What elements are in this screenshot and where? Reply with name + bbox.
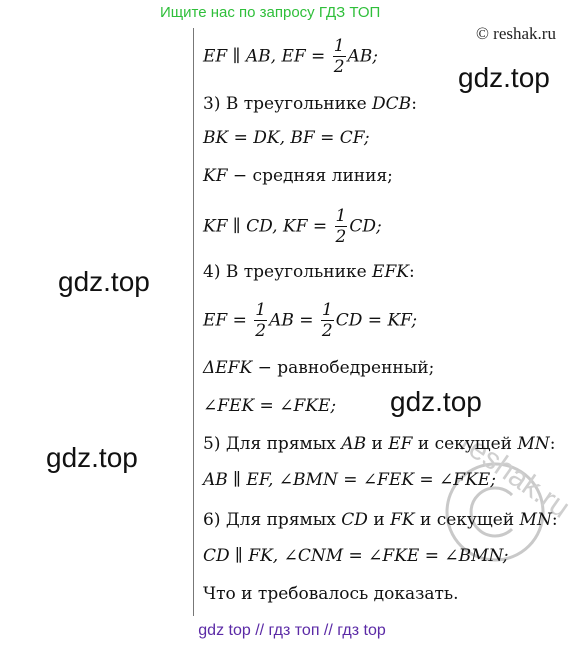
line-14: Что и требовалось доказать.	[203, 584, 459, 604]
line-2: 3) В треугольнике DCB:	[203, 94, 417, 114]
line-13: CD ∥ FK, ∠CNM = ∠FKE = ∠BMN;	[203, 546, 509, 566]
watermark-gdz: gdz.top	[58, 266, 150, 297]
line-3: BK = DK, BF = CF;	[203, 128, 370, 148]
line-6: 4) В треугольнике EFK:	[203, 262, 415, 282]
search-hint: Ищите нас по запросу ГДЗ ТОП	[160, 4, 381, 21]
line-11: AB ∥ EF, ∠BMN = ∠FEK = ∠FKE;	[203, 470, 496, 490]
watermark-gdz: gdz.top	[390, 386, 482, 417]
watermark-gdz: gdz.top	[46, 442, 138, 473]
line-12: 6) Для прямых CD и FK и секущей MN:	[203, 510, 558, 530]
line-8: ΔEFK − равнобедренный;	[203, 358, 435, 378]
margin-line	[193, 28, 194, 616]
line-4: KF − средняя линия;	[203, 166, 393, 186]
header: Ищите нас по запросу ГДЗ ТОП	[0, 2, 584, 24]
watermark-gdz: gdz.top	[458, 62, 550, 93]
footer-links: gdz top // гдз топ // гдз top	[198, 622, 386, 639]
line-9: ∠FEK = ∠FKE;	[203, 396, 337, 416]
copyright: © reshak.ru	[476, 24, 556, 43]
line-10: 5) Для прямых AB и EF и секущей MN:	[203, 434, 556, 454]
reshak-stamp-watermark: reshak.ru	[445, 440, 576, 562]
